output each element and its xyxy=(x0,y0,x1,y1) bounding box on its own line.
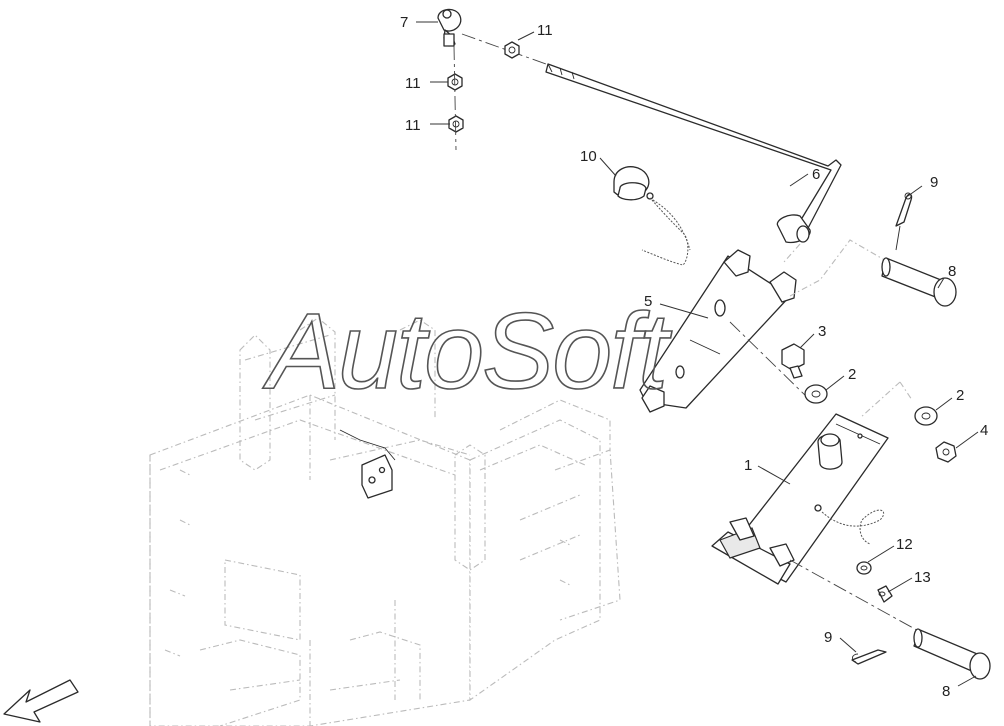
callout-4: 4 xyxy=(980,422,988,439)
fastener-part-13 xyxy=(877,585,893,603)
nut-part-11-lower xyxy=(448,115,464,133)
cap-part-10 xyxy=(613,166,654,201)
crank-rod-part-6 xyxy=(545,63,842,244)
bracket-part-1 xyxy=(711,413,889,585)
washer-part-2-right xyxy=(914,406,938,426)
callout-5: 5 xyxy=(644,293,652,310)
ball-joint-part-7 xyxy=(437,8,462,47)
callout-8: 8 xyxy=(948,263,956,280)
callout-2: 2 xyxy=(956,387,964,404)
callout-2: 2 xyxy=(848,366,856,383)
bolt-part-3 xyxy=(781,343,805,379)
callout-7: 7 xyxy=(400,14,408,31)
nut-part-4 xyxy=(935,441,957,463)
callout-labels: 7 11 11 11 10 6 9 8 5 3 2 2 4 1 12 13 9 … xyxy=(400,14,988,700)
machine-frame-phantom xyxy=(149,317,621,726)
washer-part-12 xyxy=(856,561,872,575)
callout-11: 11 xyxy=(405,75,421,92)
callout-9: 9 xyxy=(930,174,938,191)
callout-12: 12 xyxy=(896,536,913,553)
clip-part-9-lower xyxy=(851,649,887,665)
watermark-text: AutoSoft xyxy=(262,290,672,411)
clip-part-9-upper xyxy=(895,192,913,227)
callout-10: 10 xyxy=(580,148,597,165)
callout-13: 13 xyxy=(914,569,931,586)
pin-part-8-upper xyxy=(881,257,957,307)
front-direction-arrow-icon xyxy=(3,679,79,723)
washer-part-2-left xyxy=(804,384,828,404)
callout-6: 6 xyxy=(812,166,820,183)
callout-1: 1 xyxy=(744,457,752,474)
leader-lines xyxy=(416,21,979,687)
plate-part-5 xyxy=(639,249,797,413)
pin-part-8-lower xyxy=(913,628,991,680)
callout-3: 3 xyxy=(818,323,826,340)
callout-11: 11 xyxy=(405,117,421,134)
callout-11: 11 xyxy=(537,22,553,39)
callout-8: 8 xyxy=(942,683,950,700)
nut-part-11-upper xyxy=(504,41,520,59)
callout-9: 9 xyxy=(824,629,832,646)
